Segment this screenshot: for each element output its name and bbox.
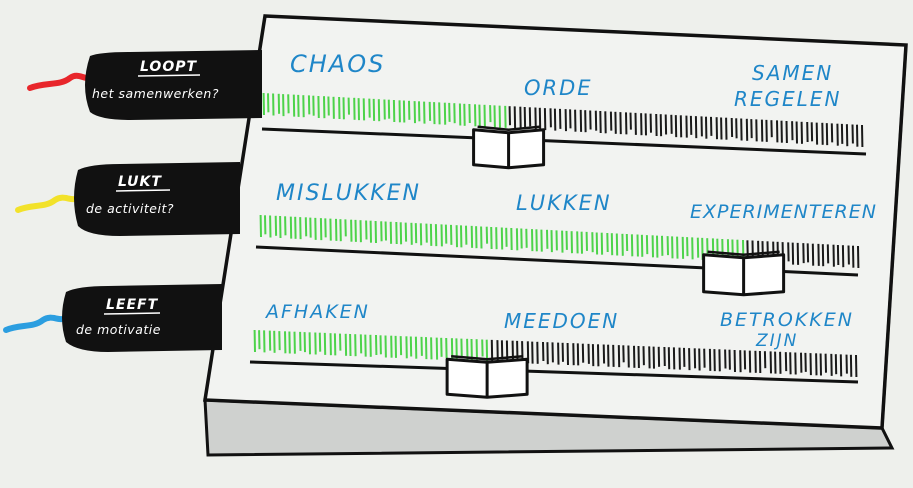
tag-1-title: LOOPT <box>140 59 197 75</box>
slider-1-label-left: CHAOS <box>290 50 385 78</box>
slider-2-label-right: EXPERIMENTEREN <box>690 201 877 223</box>
slider-1-handle[interactable] <box>474 127 544 168</box>
tag-2-wire <box>18 198 80 210</box>
slider-3-label-left: AFHAKEN <box>264 301 370 323</box>
tag-1-title-underline <box>138 75 200 76</box>
slider-2-label-middle: LUKKEN <box>516 191 612 215</box>
slider-3-handle[interactable] <box>447 356 527 397</box>
tag-1-subtitle: het samenwerken? <box>92 86 219 101</box>
tag-3-title: LEEFT <box>106 297 159 313</box>
slider-1-label-right-1: SAMEN <box>752 61 833 85</box>
tag-2-title-underline <box>116 190 170 191</box>
tag-3-wire <box>6 318 68 330</box>
tag-2: LUKT de activiteit? <box>18 162 240 236</box>
tag-3-body <box>62 284 222 352</box>
tag-3-subtitle: de motivatie <box>76 322 161 337</box>
tag-2-subtitle: de activiteit? <box>86 201 174 216</box>
tag-3: LEEFT de motivatie <box>6 284 222 352</box>
tag-2-title: LUKT <box>118 174 162 190</box>
slider-2-label-left: MISLUKKEN <box>276 181 421 206</box>
slider-3-label-middle: MEEDOEN <box>504 309 619 333</box>
slider-2-handle[interactable] <box>704 252 784 295</box>
tag-3-title-underline <box>104 313 160 314</box>
slider-1-label-right-2: REGELEN <box>734 87 841 111</box>
slider-1-label-middle: ORDE <box>524 76 593 100</box>
slider-3-label-right-1: BETROKKEN <box>720 309 854 331</box>
slider-3-label-right-2: ZIJN <box>755 331 798 351</box>
tag-1-wire <box>30 76 92 88</box>
tag-1: LOOPT het samenwerken? <box>30 50 262 120</box>
